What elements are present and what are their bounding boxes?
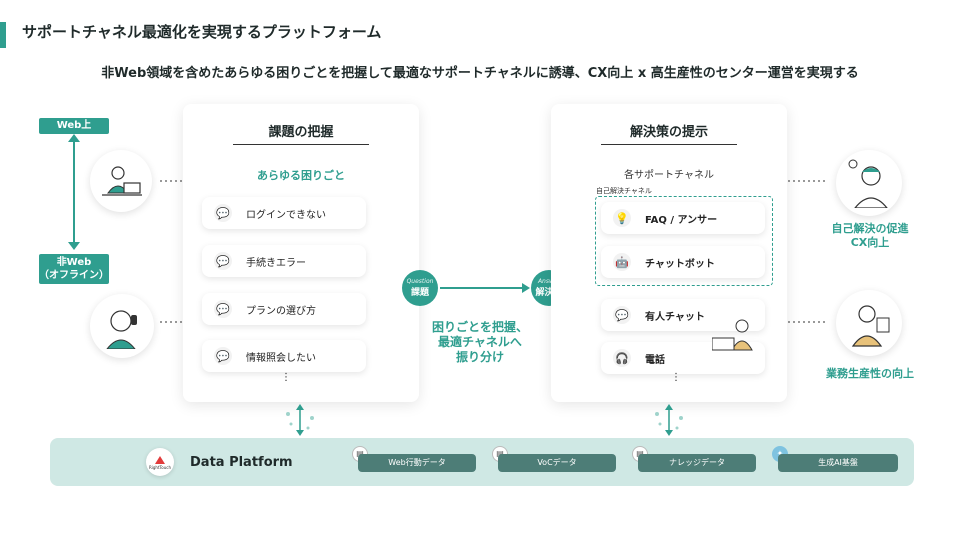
speech-bubble-icon: 💬	[214, 252, 232, 270]
chat-bubble-icon: 💬	[613, 306, 631, 324]
nonweb-tag: 非Web （オフライン）	[39, 254, 109, 284]
question-hub-small: Question	[406, 278, 434, 285]
solution-label: 電話	[645, 354, 665, 366]
productive-worker-icon	[851, 305, 890, 347]
platform-title: Data Platform	[190, 455, 293, 470]
solutions-label: 各サポートチャネル	[624, 170, 714, 181]
web-nonweb-arrow	[73, 140, 75, 244]
arrow-up-head	[68, 134, 80, 142]
chip-web-behavior: Web行動データ	[358, 454, 476, 472]
solutions-title-rule	[601, 144, 737, 145]
chip-knowledge: ナレッジデータ	[638, 454, 756, 472]
self-resolution-label: 自己解決チャネル	[596, 187, 652, 195]
outcome1-text: 自己解決の促進 CX向上	[808, 222, 932, 250]
logo-text: RightTouch	[148, 464, 171, 470]
routing-line3: 振り分け	[455, 350, 504, 364]
nonweb-user-avatar	[90, 294, 154, 358]
question-hub: Question 課題	[402, 270, 438, 306]
speech-bubble-icon: 💬	[214, 347, 232, 365]
outcome1-line2: CX向上	[850, 236, 890, 249]
self-resolution-group	[595, 196, 773, 286]
nonweb-tag-line2: （オフライン）	[39, 270, 109, 281]
solution-item-faq: 💡 FAQ / アンサー	[601, 202, 765, 234]
issue-label: 手続きエラー	[246, 257, 306, 269]
issue-item-login: 💬 ログインできない	[202, 197, 366, 229]
solution-label: FAQ / アンサー	[645, 214, 718, 226]
outcome2-text: 業務生産性の向上	[826, 367, 914, 380]
issues-label: あらゆる困りごと	[257, 169, 345, 182]
logo-mark-icon	[155, 455, 165, 464]
chip-genai: 生成AI基盤	[778, 454, 898, 472]
lightbulb-icon: 💡	[613, 209, 631, 227]
issue-item-plan: 💬 プランの選び方	[202, 293, 366, 325]
solutions-panel-title: 解決策の提示	[629, 125, 708, 140]
solution-item-chatbot: 🤖 チャットボット	[601, 246, 765, 278]
answer-hub-small: Answer	[537, 278, 561, 285]
operator-icon	[711, 319, 753, 351]
title-accent-bar	[0, 22, 6, 48]
data-platform-bar	[50, 438, 914, 486]
routing-text: 困りごとを把握、 最適チャネルへ 振り分け	[418, 320, 542, 365]
operator-illustration	[711, 316, 754, 352]
outcome1-avatar	[836, 150, 902, 216]
issue-item-error: 💬 手続きエラー	[202, 245, 366, 277]
arrow-down-head	[68, 242, 80, 250]
laptop-user-icon	[102, 166, 142, 196]
outcome1-line1: 自己解決の促進	[831, 222, 909, 235]
speech-bubble-icon: 💬	[214, 204, 232, 222]
idea-person-icon	[848, 159, 888, 208]
phone-user-icon	[106, 310, 137, 349]
page-subtitle: 非Web領域を含めたあらゆる困りごとを把握して最適なサポートチャネルに誘導、CX…	[101, 66, 859, 81]
web-user-avatar	[90, 150, 152, 212]
routing-line2: 最適チャネルへ	[438, 335, 522, 349]
solution-label: チャットボット	[645, 258, 715, 270]
chip-voc: VoCデータ	[498, 454, 616, 472]
issue-label: 情報照会したい	[246, 352, 316, 364]
web-tag: Web上	[39, 118, 109, 134]
routing-line1: 困りごとを把握、	[431, 320, 528, 334]
solutions-more: ⋮	[671, 372, 681, 383]
issues-panel-title: 課題の把握	[268, 125, 334, 140]
headset-icon: 🎧	[613, 349, 631, 367]
question-hub-big: 課題	[410, 288, 429, 298]
nonweb-tag-line1: 非Web	[56, 257, 92, 268]
issue-label: ログインできない	[246, 209, 326, 221]
page-title: サポートチャネル最適化を実現するプラットフォーム	[22, 23, 382, 41]
speech-bubble-icon: 💬	[214, 300, 232, 318]
solution-label: 有人チャット	[645, 311, 705, 323]
robot-icon: 🤖	[613, 253, 631, 271]
issue-label: プランの選び方	[246, 305, 316, 317]
answer-hub-big: 解決策	[535, 288, 563, 298]
outcome2-avatar	[836, 290, 902, 356]
issues-title-rule	[233, 144, 369, 145]
righttouch-logo: RightTouch	[146, 448, 174, 476]
issue-item-inquiry: 💬 情報照会したい	[202, 340, 366, 372]
issues-more: ⋮	[281, 372, 291, 383]
